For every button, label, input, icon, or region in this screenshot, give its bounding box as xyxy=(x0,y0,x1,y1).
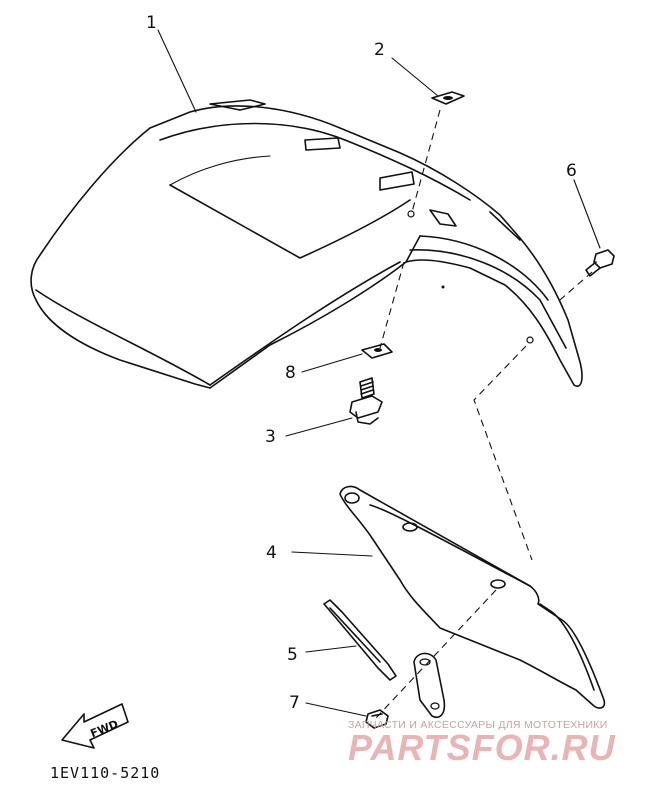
callout-7: 7 xyxy=(289,693,300,713)
watermark-tagline: ЗАПЧАСТИ И АКСЕССУАРЫ ДЛЯ МОТОТЕХНИКИ xyxy=(348,719,608,731)
callout-6: 6 xyxy=(566,161,577,181)
part-4-plate-bracket[interactable] xyxy=(339,485,606,709)
assembly-lines xyxy=(375,109,593,719)
callout-4: 4 xyxy=(266,543,277,563)
callout-3: 3 xyxy=(265,427,276,447)
leader-lines xyxy=(157,29,601,717)
part-3-screw[interactable] xyxy=(349,377,383,425)
part-1-front-fender[interactable] xyxy=(30,99,583,389)
diagram-code: 1EV110-5210 xyxy=(50,764,160,782)
callout-2: 2 xyxy=(374,40,385,60)
callout-1: 1 xyxy=(146,13,157,33)
part-5-stay[interactable] xyxy=(323,599,446,718)
callout-5: 5 xyxy=(287,645,298,665)
part-6-bolt[interactable] xyxy=(585,249,615,277)
part-2-nut[interactable] xyxy=(431,91,465,105)
part-8-washer[interactable] xyxy=(361,343,393,359)
fwd-arrow-icon: FWD xyxy=(61,703,129,749)
callout-8: 8 xyxy=(285,363,296,383)
watermark-brand[interactable]: PARTSFOR.RU xyxy=(348,727,616,768)
part-7-nut[interactable] xyxy=(365,709,389,729)
